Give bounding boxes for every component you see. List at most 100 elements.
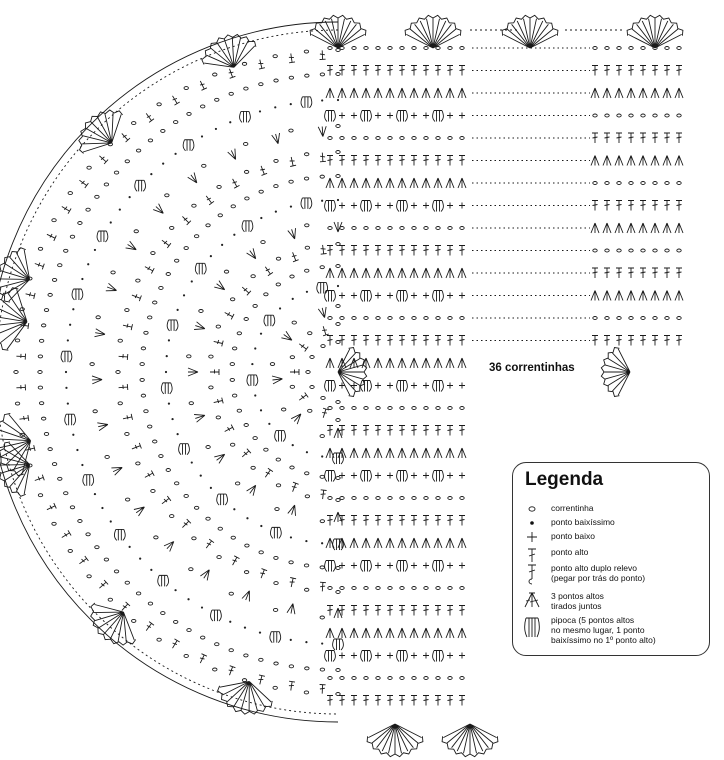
- double-crochet: [616, 65, 622, 76]
- chain-stitch: [459, 586, 465, 590]
- dc-cluster: [674, 87, 684, 99]
- popcorn-stitch: [396, 470, 408, 482]
- double-crochet: [628, 65, 634, 76]
- chain-stitch: [228, 91, 234, 96]
- dc-cluster: [241, 590, 250, 602]
- shell-edge: [201, 33, 257, 65]
- single-crochet: [447, 112, 453, 119]
- chain-stitch: [351, 316, 357, 320]
- dc-cluster: [457, 537, 467, 549]
- single-crochet: [351, 292, 357, 299]
- dc-cluster: [614, 87, 624, 99]
- chain-stitch: [273, 78, 279, 83]
- popcorn-stitch: [432, 470, 444, 482]
- double-crochet: [423, 245, 429, 256]
- popcorn-stitch: [324, 560, 336, 572]
- chain-stitch: [604, 316, 610, 320]
- chain-stitch: [103, 182, 110, 187]
- chain-stitch: [399, 496, 405, 500]
- chain-stitch: [115, 370, 121, 374]
- dc-cluster: [457, 267, 467, 279]
- double-crochet: [327, 65, 333, 76]
- chain-stitch: [215, 324, 221, 329]
- chain-stitch: [230, 535, 236, 540]
- double-crochet: [676, 132, 682, 143]
- chain-stitch: [223, 269, 230, 274]
- shell-fan: [0, 442, 31, 495]
- double-crochet: [205, 538, 215, 549]
- popcorn-stitch: [324, 470, 336, 482]
- dc-cluster: [626, 290, 636, 301]
- slip-stitch: [336, 198, 340, 202]
- chain-stitch: [363, 46, 369, 50]
- chain-stitch: [241, 61, 248, 66]
- single-crochet: [423, 292, 429, 299]
- chain-stitch: [139, 377, 145, 382]
- double-crochet: [399, 425, 405, 436]
- single-crochet: [447, 562, 453, 569]
- slip-stitch: [291, 444, 294, 447]
- chain-stitch: [339, 316, 345, 320]
- chain-stitch: [183, 86, 189, 90]
- double-crochet: [264, 467, 274, 478]
- single-crochet: [387, 292, 393, 299]
- legend-label: ponto alto: [551, 547, 589, 557]
- double-crochet: [387, 605, 393, 616]
- legend-item-double: ponto alto: [521, 547, 588, 563]
- dc-cluster: [421, 627, 431, 639]
- chain-stitch: [309, 385, 315, 389]
- double-crochet: [447, 245, 453, 256]
- dc-cluster: [317, 126, 327, 137]
- three-dc-cluster-icon: [524, 592, 540, 608]
- double-crochet: [640, 267, 646, 278]
- chain-stitch: [57, 263, 63, 268]
- chain-stitch: [363, 136, 369, 140]
- chain-stitch: [303, 563, 310, 568]
- slip-stitch: [336, 98, 340, 102]
- double-crochet: [628, 200, 634, 211]
- double-crochet: [327, 245, 333, 256]
- chain-stitch: [652, 181, 658, 185]
- dc-cluster: [409, 267, 419, 279]
- double-crochet: [616, 132, 622, 143]
- chain-stitch: [592, 316, 598, 320]
- chain-stitch: [375, 676, 381, 680]
- chain-stitch: [252, 303, 258, 308]
- dc-cluster: [271, 375, 283, 385]
- chain-stitch: [215, 415, 221, 420]
- dc-cluster: [333, 427, 343, 439]
- double-crochet: [322, 326, 329, 337]
- dc-cluster: [325, 267, 335, 279]
- chain-stitch: [150, 488, 156, 493]
- chain-stitch: [234, 481, 241, 486]
- chain-stitch: [309, 355, 315, 359]
- double-crochet: [16, 384, 26, 391]
- chain-stitch: [208, 354, 214, 359]
- shell-edge: [0, 247, 26, 303]
- chain-stitch: [351, 406, 357, 410]
- chain-stitch: [263, 447, 269, 452]
- single-crochet: [351, 382, 357, 389]
- slip-stitch: [93, 492, 97, 496]
- double-crochet: [387, 695, 393, 706]
- slip-stitch: [76, 448, 79, 452]
- chain-stitch: [304, 494, 311, 499]
- chain-stitch: [664, 316, 670, 320]
- double-crochet: [459, 245, 465, 256]
- chain-stitch: [351, 46, 357, 50]
- double-crochet: [592, 65, 598, 76]
- dc-cluster: [361, 267, 371, 279]
- chain-stitch: [387, 136, 393, 140]
- double-crochet: [339, 515, 345, 526]
- slip-stitch: [243, 626, 247, 629]
- chain-stitch: [140, 393, 147, 398]
- chain-stitch: [664, 46, 670, 50]
- chain-stitch: [435, 586, 441, 590]
- double-crochet: [320, 244, 327, 255]
- chain-stitch: [200, 104, 206, 109]
- single-crochet: [351, 112, 357, 119]
- double-crochet: [399, 245, 405, 256]
- double-crochet: [351, 515, 357, 526]
- double-crochet: [182, 216, 192, 226]
- dc-cluster: [385, 87, 395, 99]
